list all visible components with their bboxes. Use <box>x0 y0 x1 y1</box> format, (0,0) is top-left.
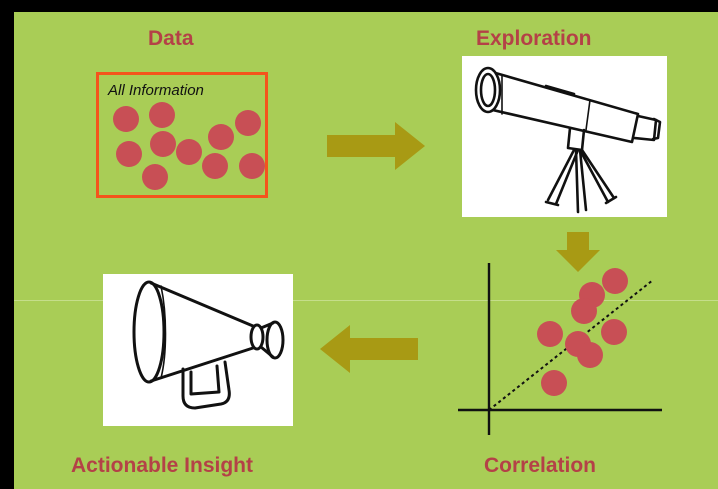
data-dot <box>149 102 175 128</box>
data-box-caption: All Information <box>108 82 204 99</box>
label-data: Data <box>148 27 194 50</box>
megaphone-icon <box>132 280 285 410</box>
telescope-icon <box>474 66 662 214</box>
label-actionable-insight: Actionable Insight <box>71 454 254 477</box>
data-dot <box>150 131 176 157</box>
scatter-plot-icon <box>458 263 662 435</box>
data-dot <box>208 124 234 150</box>
data-dot <box>176 139 202 165</box>
data-dot <box>142 164 168 190</box>
label-exploration: Exploration <box>476 27 592 50</box>
divider-line <box>14 300 718 301</box>
arrow-down-icon <box>556 232 600 272</box>
data-dot <box>239 153 265 179</box>
data-dot <box>235 110 261 136</box>
arrow-right-icon <box>327 122 425 170</box>
exploration-image <box>462 56 667 217</box>
data-dot <box>202 153 228 179</box>
data-dot <box>116 141 142 167</box>
data-box: All Information <box>96 72 268 198</box>
insight-image <box>103 274 293 426</box>
data-dot <box>113 106 139 132</box>
label-correlation: Correlation <box>484 454 597 477</box>
arrow-left-icon <box>320 325 418 373</box>
